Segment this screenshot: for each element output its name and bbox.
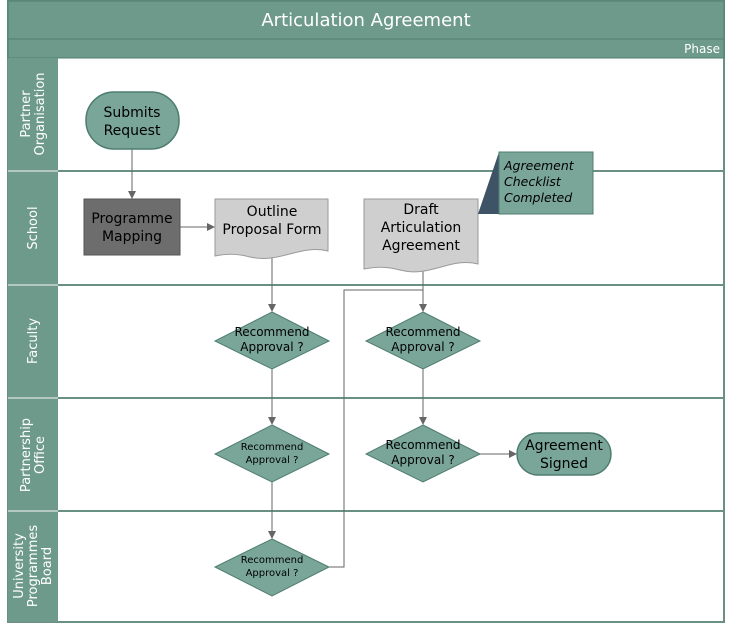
lane-label-faculty: Faculty (26, 318, 41, 364)
draft-agreement-document (363, 198, 479, 273)
text-line: Agreement (525, 438, 603, 454)
programme-mapping-task (83, 198, 181, 256)
text-line: Approval ? (246, 568, 299, 579)
submits-request-terminator (85, 91, 180, 150)
text-line: Approval ? (246, 455, 299, 466)
text-line: Recommend (385, 325, 460, 339)
board-decision (213, 538, 331, 597)
text-line: Articulation (381, 220, 462, 236)
text-line: Programme (91, 211, 172, 227)
text-line: Recommend (241, 555, 304, 566)
faculty-decision-1 (213, 311, 331, 370)
text-line: Partner (19, 90, 34, 138)
text-line: Submits (104, 105, 161, 121)
text-line: Mapping (102, 229, 162, 245)
arrow-board-to-draft (329, 262, 427, 568)
lane-label-partner-organisation: PartnerOrganisation (19, 72, 48, 155)
faculty-decision-2 (364, 311, 482, 370)
text-line: Approval ? (391, 453, 454, 467)
phase-label: Phase (684, 42, 720, 56)
checklist-note-tab (478, 152, 499, 214)
lane-label-school: School (26, 206, 41, 249)
agreement-signed-terminator (516, 432, 612, 476)
text-line: Board (40, 547, 55, 585)
text-line: Approval ? (240, 340, 303, 354)
text-line: Request (104, 123, 161, 139)
text-line: Recommend (234, 325, 309, 339)
lane-label-university-programmes-board: UniversityProgrammesBoard (12, 525, 55, 608)
text-line: Signed (540, 456, 588, 472)
lane-label-partnership-office: PartnershipOffice (19, 418, 48, 492)
text-line: University (12, 533, 27, 599)
lane-label-column (8, 58, 58, 622)
text-line: Outline (247, 204, 298, 220)
lane-separators (8, 170, 724, 512)
text-line: School (26, 206, 41, 249)
phase-bar (7, 38, 725, 59)
connectors (128, 149, 517, 568)
title-bar (7, 0, 725, 40)
text-line: Faculty (26, 318, 41, 364)
diagram-title: Articulation Agreement (261, 10, 470, 31)
text-line: Organisation (33, 72, 48, 155)
lane-label-dividers (8, 170, 58, 512)
text-line: Agreement (503, 158, 575, 173)
text-line: Programmes (26, 525, 41, 608)
outline-proposal-document (214, 198, 329, 259)
text-line: Recommend (241, 442, 304, 453)
text-line: Approval ? (391, 340, 454, 354)
checklist-note (498, 151, 594, 215)
text-line: Agreement (382, 238, 460, 254)
text-line: Recommend (385, 438, 460, 452)
text-line: Checklist (504, 174, 562, 189)
text-line: Completed (504, 190, 572, 205)
office-decision-1 (213, 424, 331, 483)
text-line: Draft (403, 202, 439, 218)
text-line: Proposal Form (222, 222, 321, 238)
text-line: Office (33, 436, 48, 474)
office-decision-2 (364, 424, 482, 483)
text-line: Partnership (19, 418, 34, 492)
